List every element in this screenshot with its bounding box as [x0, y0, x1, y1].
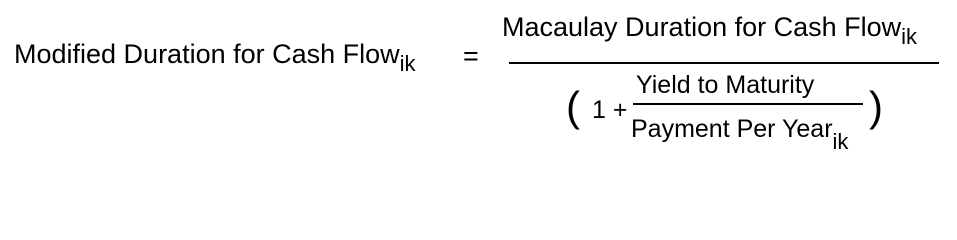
- lhs-subscript: ik: [399, 51, 416, 76]
- inner-denominator-subscript: ik: [832, 129, 849, 154]
- one-plus-term: 1 +: [592, 96, 628, 124]
- inner-fraction-denominator: Payment Per Yearik: [631, 115, 848, 153]
- lhs-text: Modified Duration for Cash Flow: [14, 39, 400, 69]
- open-parenthesis: (: [566, 83, 580, 130]
- inner-denominator-text: Payment Per Year: [631, 115, 833, 143]
- fraction-numerator: Macaulay Duration for Cash Flowik: [502, 12, 917, 48]
- inner-fraction-bar: [633, 103, 863, 105]
- modified-duration-formula: Modified Duration for Cash Flowik = Maca…: [14, 12, 939, 153]
- numerator-subscript: ik: [901, 24, 918, 49]
- numerator-text: Macaulay Duration for Cash Flow: [502, 12, 902, 42]
- close-parenthesis: ): [869, 83, 883, 130]
- equals-sign: =: [463, 41, 479, 71]
- inner-fraction-numerator: Yield to Maturity: [636, 71, 815, 99]
- main-fraction-bar: [509, 62, 939, 64]
- formula-lhs: Modified Duration for Cash Flowik: [14, 39, 416, 75]
